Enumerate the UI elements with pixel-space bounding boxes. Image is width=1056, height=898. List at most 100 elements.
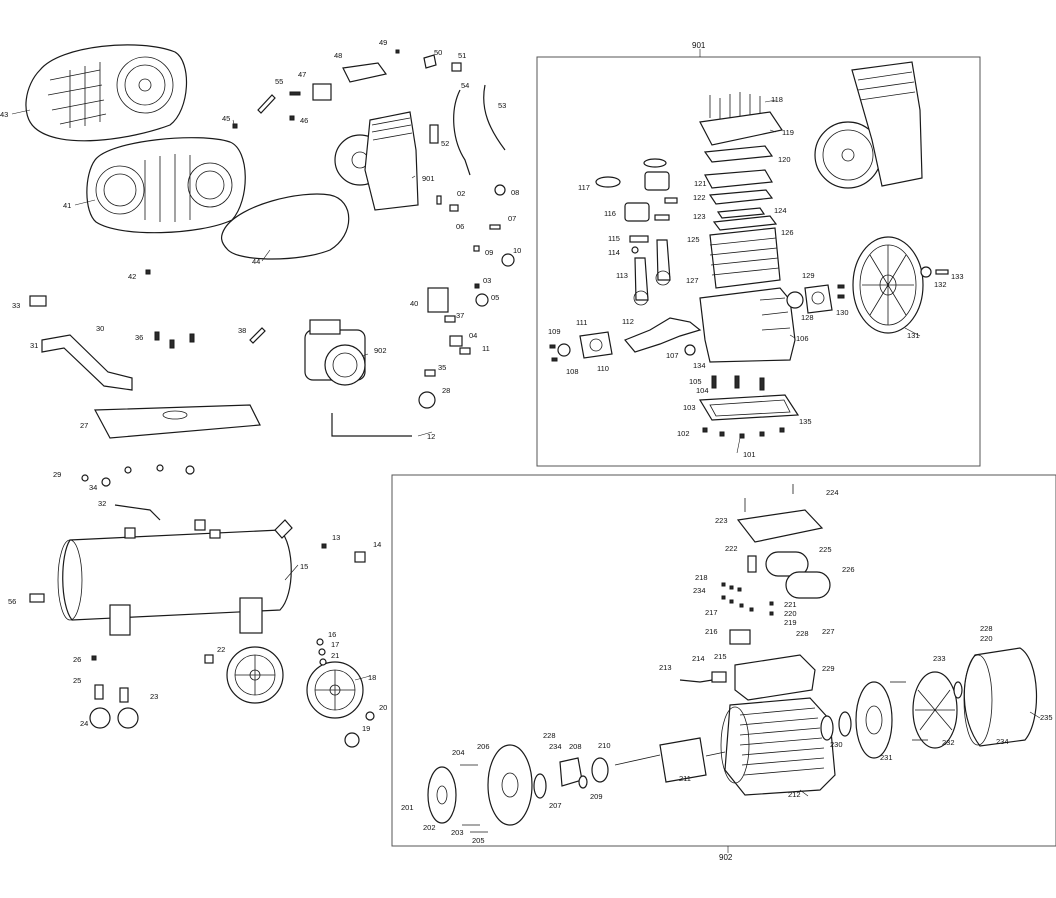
part-rotor xyxy=(614,737,726,783)
part-washer-16 xyxy=(316,638,324,646)
callout: 23 xyxy=(150,692,158,701)
callout: 234 xyxy=(549,742,562,751)
callout: 133 xyxy=(951,272,964,281)
callout: 09 xyxy=(485,248,493,257)
callout: 38 xyxy=(238,326,246,335)
callout: 48 xyxy=(334,51,342,60)
callout: 17 xyxy=(331,640,339,649)
callout: 228 xyxy=(543,731,556,740)
part-fitting-14 xyxy=(354,551,366,563)
part-piston-rings xyxy=(595,158,667,188)
callout: 106 xyxy=(796,334,809,343)
part-bottom-cover-bolts xyxy=(711,375,765,391)
callout: 50 xyxy=(434,48,442,57)
callout: 34 xyxy=(89,483,97,492)
callout: 07 xyxy=(508,214,516,223)
part-fitting-22 xyxy=(204,654,214,664)
callout: 233 xyxy=(933,654,946,663)
callout: 129 xyxy=(802,271,815,280)
callout: 20 xyxy=(379,703,387,712)
part-screw-26 xyxy=(91,655,97,661)
part-bearing-207 xyxy=(533,773,547,799)
part-terminal-box-base xyxy=(734,654,816,701)
callout: 119 xyxy=(782,128,794,137)
part-motor-housing xyxy=(720,697,836,796)
callout: 109 xyxy=(548,327,561,336)
callout: 43 xyxy=(0,110,8,119)
part-caster-wheels xyxy=(89,684,139,729)
part-fitting-50 xyxy=(423,54,437,69)
callout: 105 xyxy=(689,377,702,386)
part-small-bolts xyxy=(232,91,301,129)
callout: 224 xyxy=(826,488,839,497)
callout: 15 xyxy=(300,562,308,571)
part-bearing-flange-right xyxy=(786,284,845,314)
callout: 32 xyxy=(98,499,106,508)
part-cylinder-head-cover xyxy=(699,111,783,146)
callout: 123 xyxy=(693,212,706,221)
callout: 223 xyxy=(715,516,728,525)
part-pump-assembled xyxy=(814,61,923,189)
callout: 209 xyxy=(590,792,603,801)
part-base-screws xyxy=(702,427,785,439)
callout: 901 xyxy=(422,174,435,183)
callout: 231 xyxy=(880,753,893,762)
callout: 111 xyxy=(576,318,587,327)
callout: 108 xyxy=(566,367,579,376)
callout: 41 xyxy=(63,201,71,210)
callout: 30 xyxy=(96,324,104,333)
callout-labels: 901 902 43 41 44 45 55 47 46 48 49 50 51… xyxy=(0,38,1053,862)
callout: 135 xyxy=(799,417,812,426)
callout: 127 xyxy=(686,276,699,285)
callout: 126 xyxy=(781,228,794,237)
part-bolt-133 xyxy=(935,269,949,275)
part-bearing-230 xyxy=(820,715,834,741)
callout: 24 xyxy=(80,719,88,728)
part-bottom-cover xyxy=(698,394,800,421)
callout: 132 xyxy=(934,280,947,289)
part-fan-cover xyxy=(963,647,1038,747)
callout: 208 xyxy=(569,742,582,751)
callout: 36 xyxy=(135,333,143,342)
callout: 42 xyxy=(128,272,136,281)
callout: 103 xyxy=(683,403,696,412)
callout: 27 xyxy=(80,421,88,430)
part-capacitor-225 xyxy=(765,551,809,577)
callout: 219 xyxy=(784,618,797,627)
part-connecting-rods xyxy=(633,239,671,306)
part-piston-pin xyxy=(629,235,649,243)
callout: 130 xyxy=(836,308,849,317)
callout: 28 xyxy=(442,386,450,395)
part-check-valve xyxy=(429,124,439,144)
callout: 134 xyxy=(693,361,706,370)
callout: 45 xyxy=(222,114,230,123)
callout: 215 xyxy=(714,652,727,661)
part-l-rod xyxy=(331,413,412,437)
part-v-belt xyxy=(221,193,350,260)
part-belt-guard-rear xyxy=(25,44,187,142)
callout: 207 xyxy=(549,801,562,810)
part-terminal-cover-screws xyxy=(744,484,794,512)
part-pressure-gauge-housing xyxy=(312,83,332,101)
frame-label-902: 902 xyxy=(719,853,733,862)
callout: 114 xyxy=(608,248,620,257)
callout: 112 xyxy=(622,317,634,326)
callout: 228 xyxy=(980,624,993,633)
callout: 120 xyxy=(778,155,791,164)
part-belt-guard-front xyxy=(86,137,246,234)
part-wave-washer xyxy=(838,711,852,737)
callout: 05 xyxy=(491,293,499,302)
part-valve-cover-small xyxy=(342,62,388,83)
callout: 13 xyxy=(332,533,340,542)
part-bearing-107 xyxy=(684,344,696,356)
part-circlip xyxy=(631,246,639,254)
callout: 227 xyxy=(822,627,835,636)
part-front-bolts xyxy=(460,764,488,833)
part-fitting-13 xyxy=(321,543,327,549)
part-cap-20 xyxy=(365,711,375,721)
part-reed-123 xyxy=(716,207,766,219)
callout: 104 xyxy=(696,386,709,395)
callout: 202 xyxy=(423,823,436,832)
callout: 12 xyxy=(427,432,435,441)
